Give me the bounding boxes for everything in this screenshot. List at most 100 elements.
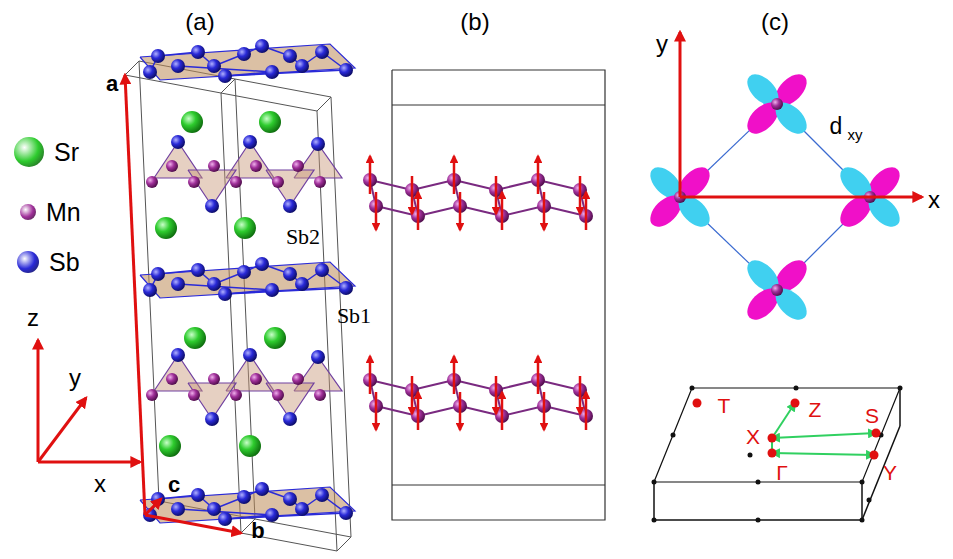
zone-edge: [899, 388, 901, 426]
legend-text: Mn: [46, 200, 81, 225]
sb-atom: [218, 287, 232, 301]
crystal-structure: [38, 39, 355, 551]
sb-atom: [151, 267, 165, 281]
sb-atom: [295, 59, 309, 73]
legend-text: Sr: [54, 140, 79, 165]
spin-arrow: [537, 356, 540, 394]
axis-label: x: [94, 472, 106, 496]
zone-face: [654, 388, 900, 482]
cell-edge: [125, 61, 139, 75]
sb-atom: [207, 59, 221, 73]
spin-arrow: [501, 392, 504, 430]
k-point-label: S: [865, 405, 879, 426]
sb-atom: [255, 39, 269, 53]
k-point-label: Y: [883, 462, 897, 483]
spin-arrow: [579, 176, 582, 214]
spin-arrow: [453, 356, 456, 394]
legend-entry: Sb: [17, 247, 80, 277]
cell-edge: [392, 105, 605, 106]
sb-atom: [255, 482, 269, 496]
legend-entry: Mn: [20, 197, 81, 227]
sb-atom: [265, 283, 279, 297]
spin-arrow: [501, 192, 504, 230]
orbital-subscript: xy: [848, 127, 863, 142]
sb-atom: [295, 277, 309, 291]
mn-atom: [230, 176, 242, 188]
sb-atom: [143, 283, 157, 297]
mn-atom: [146, 389, 158, 401]
path-line: [772, 403, 795, 438]
sr-atom: [184, 327, 206, 349]
sb-atom: [237, 490, 251, 504]
spin-arrow: [537, 156, 540, 194]
zone-point: [867, 498, 872, 503]
lattice-label: a: [106, 73, 118, 95]
sb-atom: [243, 135, 257, 149]
panel-label: (a): [185, 10, 214, 34]
sb-atom: [191, 488, 205, 502]
k-point: [791, 399, 800, 408]
spin-arrow: [453, 156, 456, 194]
sb-atom: [171, 59, 185, 73]
mn-atom: [314, 176, 326, 188]
zone-edge: [653, 482, 655, 520]
orbital-lobe: [770, 97, 812, 139]
sb-atom: [283, 199, 297, 213]
sb-atom: [255, 257, 269, 271]
k-point: [870, 451, 879, 460]
mn-atom: [272, 176, 284, 188]
mn-atom: [146, 176, 158, 188]
mn-atom: [188, 389, 200, 401]
spin-arrow: [579, 376, 582, 414]
legend-swatch: [14, 137, 44, 167]
k-point-label: T: [718, 395, 731, 416]
zone-point: [756, 480, 761, 485]
mn-atom: [166, 160, 178, 172]
spin-arrow: [459, 192, 462, 230]
lattice-vector: [145, 515, 241, 533]
sb-bond: [225, 290, 272, 294]
panel-label: (b): [460, 10, 489, 34]
zone-point: [652, 518, 657, 523]
spin-structure: [363, 70, 605, 520]
path-line: [772, 433, 876, 438]
legend-swatch: [17, 251, 39, 273]
axis-arrow: [679, 32, 682, 197]
sb-atom: [191, 45, 205, 59]
sb-atom: [205, 412, 219, 426]
sr-atom: [159, 435, 181, 457]
mn-atom: [314, 389, 326, 401]
sb-atom: [339, 506, 353, 520]
k-point-label: Γ: [776, 462, 788, 483]
lattice-vector: [125, 75, 145, 515]
sb-atom: [171, 135, 185, 149]
sb-atom: [283, 49, 297, 63]
spin-arrow: [585, 192, 588, 230]
sr-atom: [264, 327, 286, 349]
mn-atom: [771, 98, 783, 110]
sr-atom: [181, 111, 203, 133]
spin-arrow: [543, 192, 546, 230]
spin-arrow: [417, 192, 420, 230]
k-point: [693, 399, 702, 408]
spin-arrow: [369, 156, 372, 194]
spin-arrow: [495, 376, 498, 414]
cell-outline: [392, 70, 605, 520]
zone-point: [748, 453, 753, 458]
spin-arrow: [411, 176, 414, 214]
sb-atom: [191, 263, 205, 277]
sb-atom: [171, 502, 185, 516]
site-label: Sb1: [337, 305, 371, 327]
sb-atom: [143, 65, 157, 79]
axis-arrow: [38, 461, 140, 464]
sb-plane: [140, 262, 355, 298]
sb-atom: [171, 277, 185, 291]
zone-point: [860, 518, 865, 523]
zone-point: [756, 518, 761, 523]
cell-edge: [125, 75, 145, 515]
axis-arrow: [37, 340, 40, 462]
zone-point: [898, 386, 903, 391]
sr-atom: [259, 111, 281, 133]
spin-arrow: [543, 392, 546, 430]
